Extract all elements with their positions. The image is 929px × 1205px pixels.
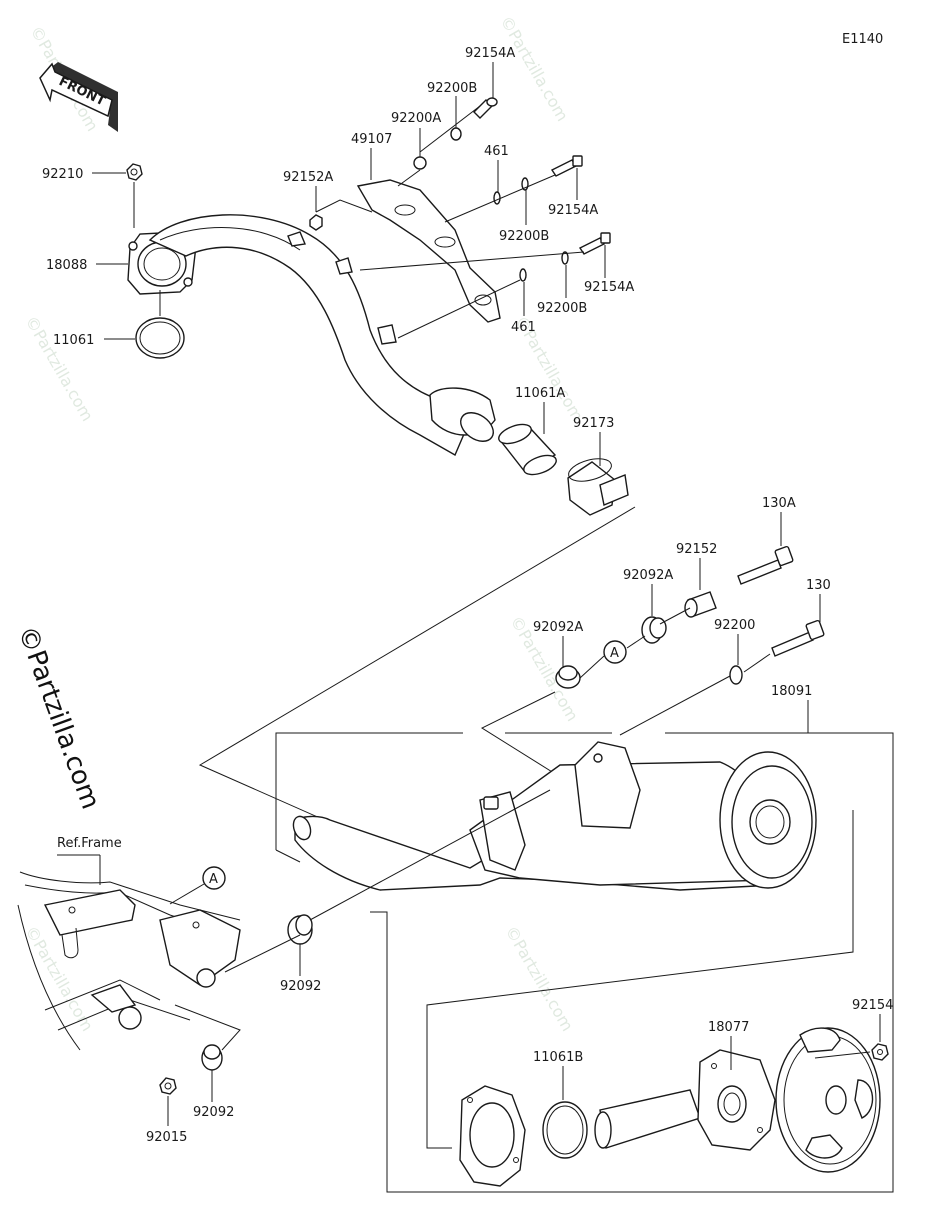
partzilla-watermark: ©Partzilla.com <box>11 622 105 813</box>
part-labels: 92154A 92200B 92200A 49107 461 92152A 92… <box>42 46 893 1145</box>
label-92154A-top: 92154A <box>465 46 515 61</box>
nut-92210[interactable] <box>126 163 143 181</box>
bolt-92154A-mid[interactable] <box>550 155 583 177</box>
washer-92200B-low[interactable] <box>561 251 569 265</box>
label-11061: 11061 <box>53 333 94 348</box>
sleeve-11061A[interactable] <box>496 421 558 479</box>
label-92173: 92173 <box>573 416 614 431</box>
svg-text:©Partzilla.com: ©Partzilla.com <box>22 313 98 425</box>
washer-461-top[interactable] <box>493 191 501 205</box>
label-130: 130 <box>806 578 831 593</box>
svg-text:A: A <box>610 646 619 661</box>
label-461-low: 461 <box>511 320 536 335</box>
bolt-130[interactable] <box>771 619 825 657</box>
end-cap[interactable] <box>775 1027 881 1173</box>
grommet-92092-low[interactable] <box>201 1044 223 1071</box>
grommet-92092-mid[interactable] <box>287 914 313 945</box>
label-92152A: 92152A <box>283 170 333 185</box>
gasket-plate[interactable] <box>459 1085 526 1187</box>
washer-92200B-top[interactable] <box>450 127 462 141</box>
washer-92200[interactable] <box>729 665 743 685</box>
grommet-92092A-left[interactable] <box>555 665 581 689</box>
watermarks: ©Partzilla.com ©Partzilla.com ©Partzilla… <box>11 13 587 1035</box>
svg-text:©Partzilla.com: ©Partzilla.com <box>502 923 578 1035</box>
svg-text:A: A <box>209 872 218 887</box>
bolt-92154A-top[interactable] <box>473 97 498 119</box>
spark-arrester-18077[interactable] <box>594 1049 776 1151</box>
label-92154: 92154 <box>852 998 893 1013</box>
label-92200B-low: 92200B <box>537 301 587 316</box>
label-92210: 92210 <box>42 167 83 182</box>
heat-guard-49107[interactable] <box>356 179 501 323</box>
nut-92015[interactable] <box>159 1077 177 1095</box>
label-92092-mid: 92092 <box>280 979 321 994</box>
leader-lines-muffler <box>562 512 821 736</box>
muffler-18091[interactable] <box>290 741 817 891</box>
label-92154A-mid: 92154A <box>548 203 598 218</box>
label-49107: 49107 <box>351 132 392 147</box>
nut-92152A[interactable] <box>309 214 323 231</box>
frame-reference: Ref.Frame <box>17 836 241 1051</box>
label-11061A: 11061A <box>515 386 565 401</box>
collar-92152[interactable] <box>684 591 717 618</box>
label-18091: 18091 <box>771 684 812 699</box>
label-92200: 92200 <box>714 618 755 633</box>
ref-marker-a-left[interactable]: A <box>202 866 226 890</box>
gasket-11061[interactable] <box>135 317 185 359</box>
header-pipe-18088[interactable] <box>127 214 499 456</box>
leader-lines-internals <box>562 1014 881 1100</box>
svg-text:©Partzilla.com: ©Partzilla.com <box>497 13 573 125</box>
leader-lines-top <box>92 62 606 466</box>
ref-marker-a-right[interactable]: A <box>603 640 627 664</box>
ref-a-leader <box>169 883 205 905</box>
clamp-92173[interactable] <box>566 455 629 516</box>
label-92092A-right: 92092A <box>623 568 673 583</box>
collar-92200A[interactable] <box>413 156 427 170</box>
grommet-92092A-right[interactable] <box>641 616 667 644</box>
label-461-top: 461 <box>484 144 509 159</box>
diagram-code: E1140 <box>842 32 883 47</box>
label-92200B-top: 92200B <box>427 81 477 96</box>
leader-lines-frame <box>167 789 551 1126</box>
front-arrow: FRONT <box>39 62 118 132</box>
label-92200A: 92200A <box>391 111 441 126</box>
label-92154A-low: 92154A <box>584 280 634 295</box>
washer-461-low[interactable] <box>519 268 527 282</box>
ref-frame-label: Ref.Frame <box>57 836 122 851</box>
label-92200B-mid: 92200B <box>499 229 549 244</box>
label-92015: 92015 <box>146 1130 187 1145</box>
screw-92154[interactable] <box>871 1043 889 1061</box>
bolt-130A[interactable] <box>737 545 794 585</box>
label-92092-low: 92092 <box>193 1105 234 1120</box>
label-18088: 18088 <box>46 258 87 273</box>
label-11061B: 11061B <box>533 1050 583 1065</box>
label-92092A-left: 92092A <box>533 620 583 635</box>
gasket-11061B[interactable] <box>542 1101 588 1159</box>
label-92152: 92152 <box>676 542 717 557</box>
label-130A: 130A <box>762 496 796 511</box>
label-18077: 18077 <box>708 1020 749 1035</box>
